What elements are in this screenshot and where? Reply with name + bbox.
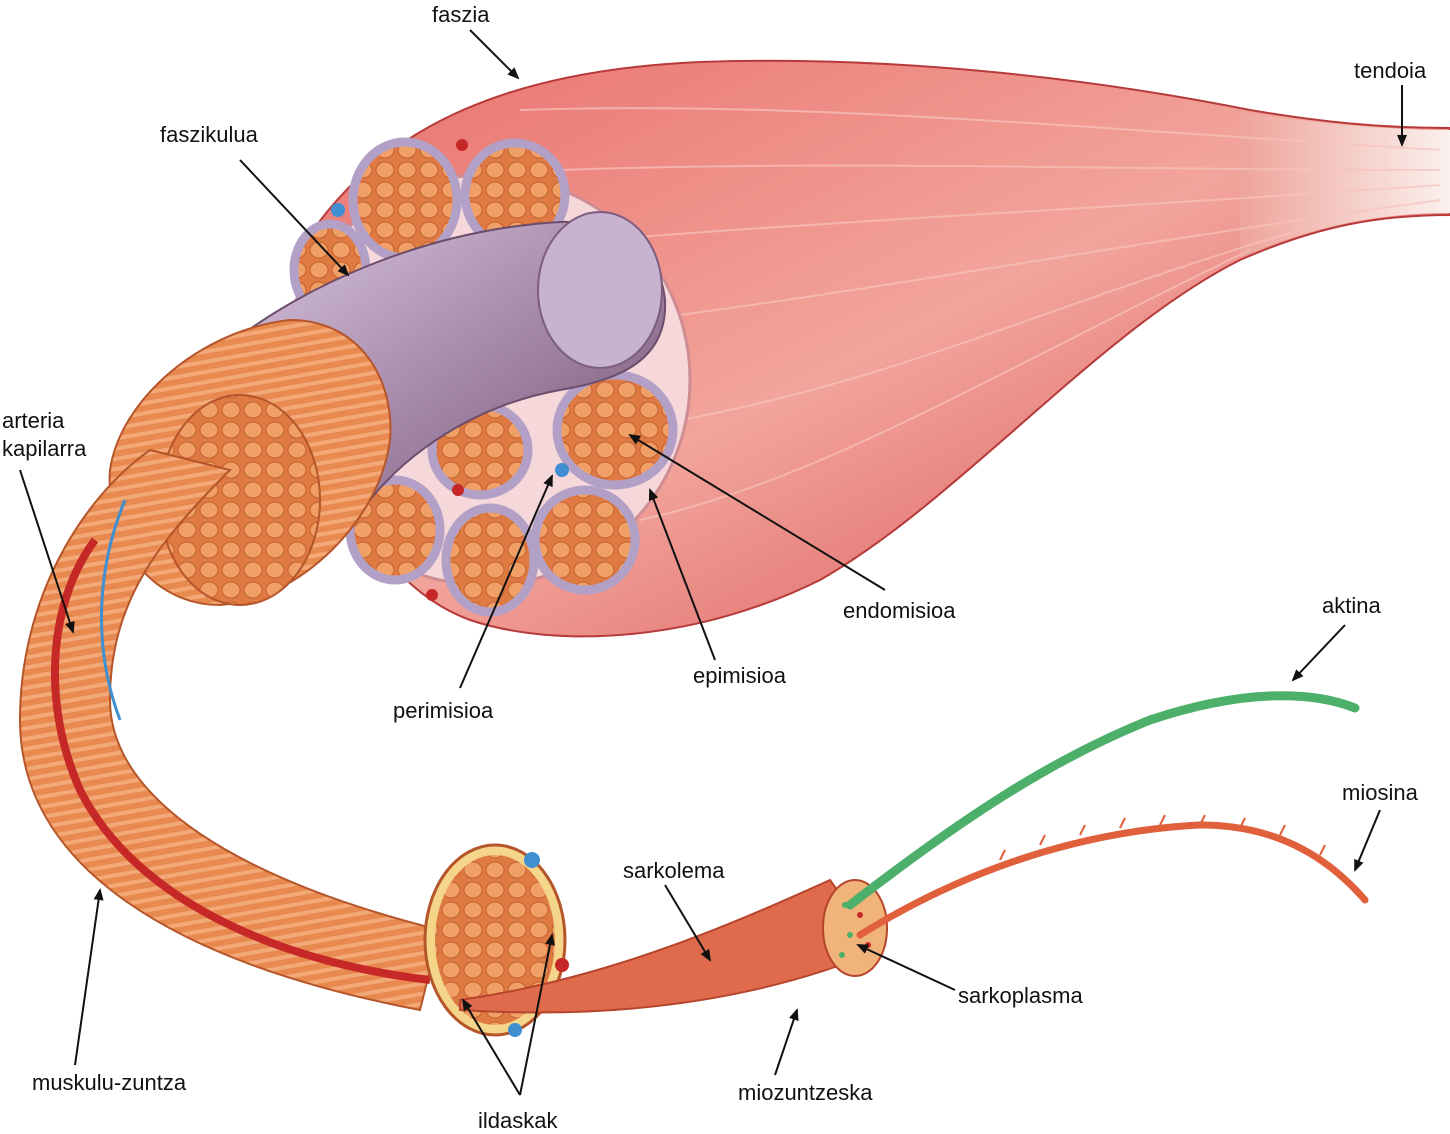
tendon	[1240, 112, 1450, 258]
label-tendoia: tendoia	[1354, 58, 1427, 83]
artery-dot	[456, 139, 468, 151]
label-miosina: miosina	[1342, 780, 1419, 805]
label-arteria: arteria	[2, 408, 65, 433]
label-sarkolema: sarkolema	[623, 858, 725, 883]
myosin-heads	[999, 814, 1326, 861]
label-perimisioa: perimisioa	[393, 698, 494, 723]
label-faszikulua: faszikulua	[160, 122, 259, 147]
fascicle-cross-sections	[289, 137, 678, 617]
miosina-filament	[856, 821, 1369, 939]
aktina-filament	[845, 691, 1360, 910]
label-faszia: faszia	[432, 2, 490, 27]
sarkoplasma-dots	[839, 902, 871, 958]
leader-arrows	[19, 29, 1407, 1096]
label-muskulu-zuntza: muskulu-zuntza	[32, 1070, 187, 1095]
vein-dot	[331, 203, 345, 217]
artery-dot	[452, 484, 464, 496]
artery-dot	[426, 589, 438, 601]
fiber-bundle	[108, 318, 392, 607]
vein-dot	[555, 463, 569, 477]
label-sarkoplasma: sarkoplasma	[958, 983, 1083, 1008]
label-kapilarra: kapilarra	[2, 436, 87, 461]
label-aktina: aktina	[1322, 593, 1381, 618]
label-endomisioa: endomisioa	[843, 598, 956, 623]
label-epimisioa: epimisioa	[693, 663, 787, 688]
label-ildaskak: ildaskak	[478, 1108, 558, 1133]
muscle-striation-lines	[519, 107, 1441, 521]
label-miozuntzeska: miozuntzeska	[738, 1080, 873, 1105]
